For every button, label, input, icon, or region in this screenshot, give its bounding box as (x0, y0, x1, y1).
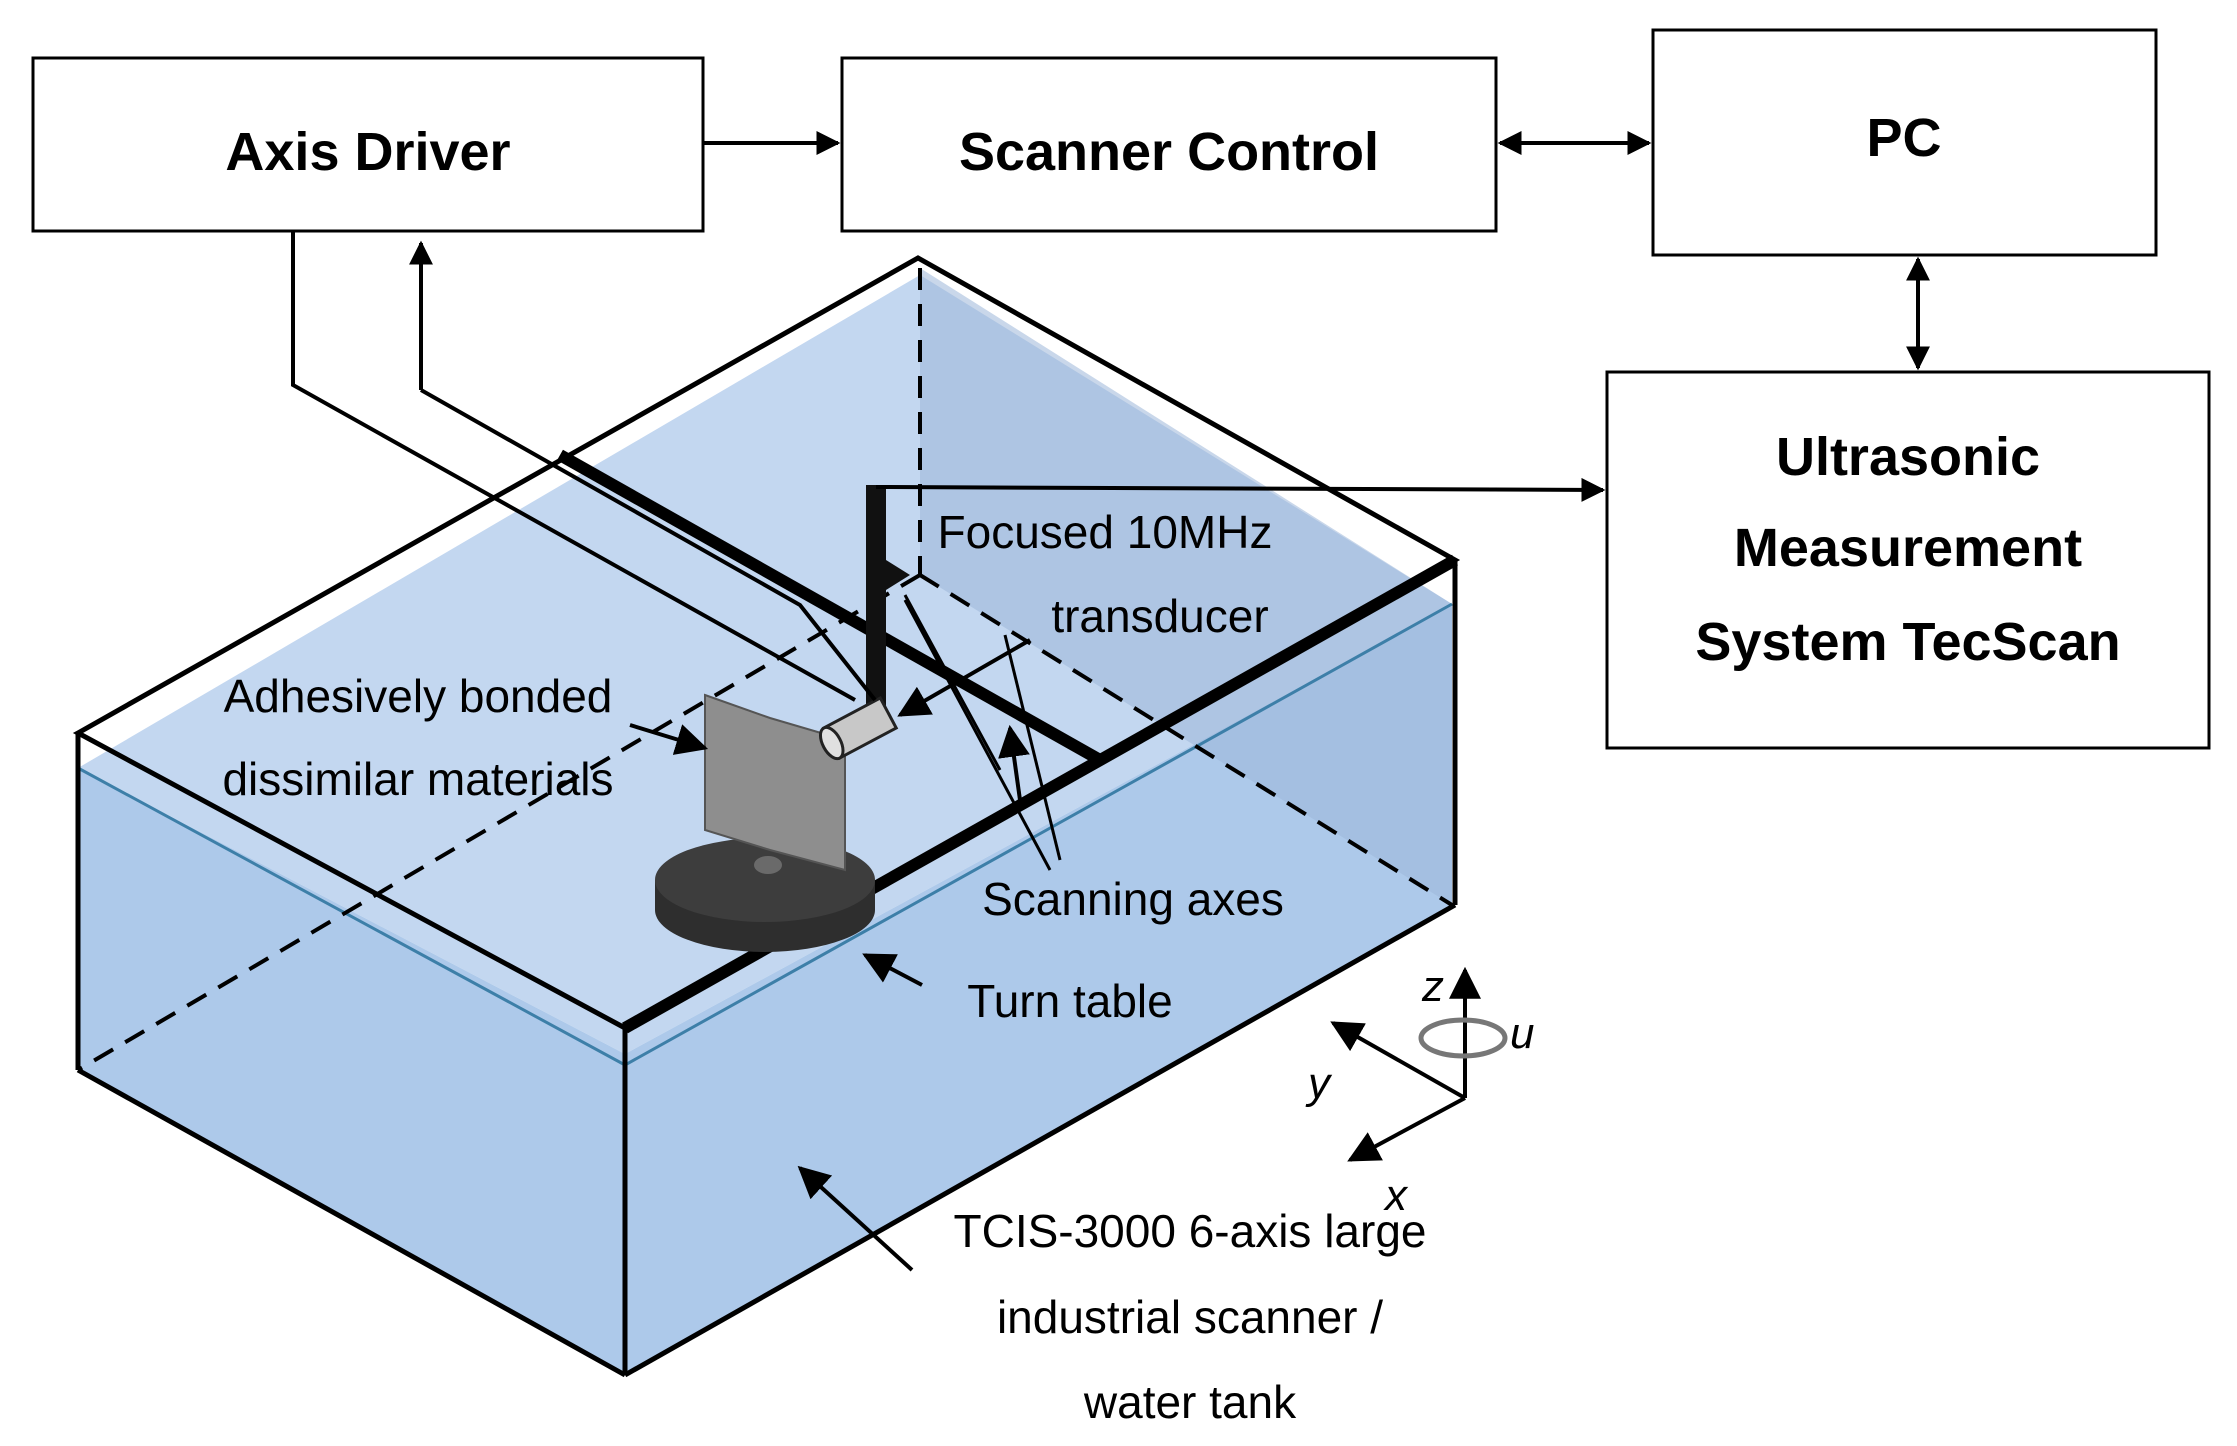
transducer (818, 485, 910, 761)
axis-driver-label: Axis Driver (225, 122, 510, 182)
specimen-plate (704, 693, 846, 872)
tank-pointer (797, 1165, 914, 1272)
back-wall-fill (920, 268, 1452, 905)
y-axis-label: y (1305, 1059, 1333, 1108)
tank-label-line2: industrial scanner / (997, 1291, 1383, 1343)
specimen-label-line1: Adhesively bonded (224, 670, 613, 722)
u-axis-label: u (1510, 1009, 1534, 1058)
scanning-axes-label: Scanning axes (982, 873, 1284, 925)
specimen-pointer (629, 723, 709, 755)
scanner-control-label: Scanner Control (959, 122, 1379, 182)
ultrasonic-label-line1: Ultrasonic (1776, 427, 2040, 487)
ultrasonic-system-block: Ultrasonic Measurement System TecScan (1605, 370, 2211, 750)
scanner-control-block: Scanner Control (840, 56, 1498, 233)
specimen-label-line2: dissimilar materials (222, 753, 613, 805)
ultrasonic-label-line2: Measurement (1734, 518, 2082, 578)
connections (291, 131, 1930, 702)
pc-label: PC (1866, 108, 1941, 168)
transducer-to-ultrasonic (875, 477, 1606, 502)
turn-table-pointer (862, 953, 923, 987)
scanner-feedback-wire (420, 388, 877, 702)
turn-table-label: Turn table (967, 975, 1172, 1027)
pc-block: PC (1651, 28, 2158, 257)
axis-driver-output-line (291, 231, 856, 702)
coordinate-axes (1330, 966, 1508, 1162)
axis-driver-block: Axis Driver (31, 56, 705, 233)
transducer-label-line2: transducer (1051, 590, 1268, 642)
tank-label-line3: water tank (1083, 1376, 1297, 1428)
gantry-beam (557, 449, 1103, 766)
scanning-axes-arrow (998, 724, 1030, 801)
u-rotation-ring (1418, 1017, 1508, 1059)
x-axis-label: x (1383, 1171, 1409, 1220)
y-axis-arrow (1330, 1021, 1466, 1100)
tank-label-line1: TCIS-3000 6-axis large (954, 1205, 1427, 1257)
transducer-label-line1: Focused 10MHz (938, 506, 1273, 558)
x-axis-arrow (1347, 1096, 1466, 1162)
ultrasonic-label-line3: System TecScan (1695, 612, 2120, 672)
transducer-pointer (897, 638, 1031, 717)
water-tank (72, 255, 1461, 1378)
z-axis-label: z (1421, 962, 1444, 1011)
water-front-fill (78, 768, 625, 1375)
